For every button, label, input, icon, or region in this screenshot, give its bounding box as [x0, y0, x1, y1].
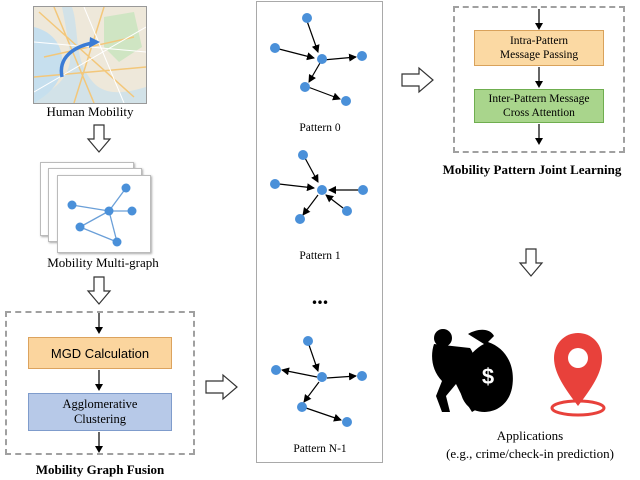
pattern-0-label: Pattern 0	[299, 122, 341, 134]
map-drawing	[34, 7, 146, 103]
agglomerative-clustering-box: Agglomerative Clustering	[28, 393, 172, 431]
joint-learning-panel	[453, 6, 625, 153]
applications-example: (e.g., crime/check-in prediction)	[446, 446, 614, 461]
pattern-n-label: Pattern N-1	[293, 443, 347, 455]
clustering-label-line2: Clustering	[73, 412, 127, 426]
pattern-1-graph	[278, 157, 359, 216]
inter-pattern-line1: Inter-Pattern Message	[488, 93, 590, 105]
down-arrow-icon	[86, 276, 112, 305]
multigraph-card-front	[57, 175, 151, 253]
pattern-1-label: Pattern 1	[299, 250, 341, 262]
pattern-0-graph	[278, 20, 357, 101]
mgd-calculation-box: MGD Calculation	[28, 337, 172, 369]
graph-fusion-panel	[5, 311, 195, 455]
svg-text:$: $	[482, 364, 494, 389]
flow-arrow-icon	[95, 432, 103, 453]
down-arrow-icon	[518, 248, 544, 277]
flow-arrow-icon	[535, 9, 543, 30]
inter-pattern-line2: Cross Attention	[503, 107, 575, 119]
intra-pattern-box: Intra-Pattern Message Passing	[474, 30, 604, 66]
right-arrow-icon	[401, 66, 434, 94]
flow-arrow-icon	[95, 370, 103, 391]
human-mobility-map	[33, 6, 147, 104]
intra-pattern-line2: Message Passing	[499, 49, 579, 61]
flow-arrow-icon	[535, 124, 543, 145]
pattern-n-graph	[281, 344, 357, 422]
multigraph-graph	[67, 183, 137, 247]
location-pin-icon	[550, 333, 606, 417]
applications-label: Applications	[496, 428, 564, 443]
graph-fusion-title: Mobility Graph Fusion	[35, 462, 165, 477]
right-arrow-icon	[205, 373, 238, 401]
human-mobility-label: Human Mobility	[46, 104, 134, 119]
clustering-label-line1: Agglomerative	[62, 397, 138, 411]
crime-icon: $	[432, 329, 513, 412]
patterns-panel	[256, 1, 383, 463]
mgd-calculation-label: MGD Calculation	[50, 345, 150, 361]
down-arrow-icon	[86, 124, 112, 153]
flow-arrow-icon	[95, 313, 103, 334]
intra-pattern-line1: Intra-Pattern	[509, 35, 569, 47]
multigraph-label: Mobility Multi-graph	[47, 255, 159, 270]
ellipsis: ...	[311, 284, 329, 309]
flow-arrow-icon	[535, 67, 543, 88]
inter-pattern-box: Inter-Pattern Message Cross Attention	[474, 89, 604, 123]
joint-learning-title: Mobility Pattern Joint Learning	[442, 162, 622, 177]
